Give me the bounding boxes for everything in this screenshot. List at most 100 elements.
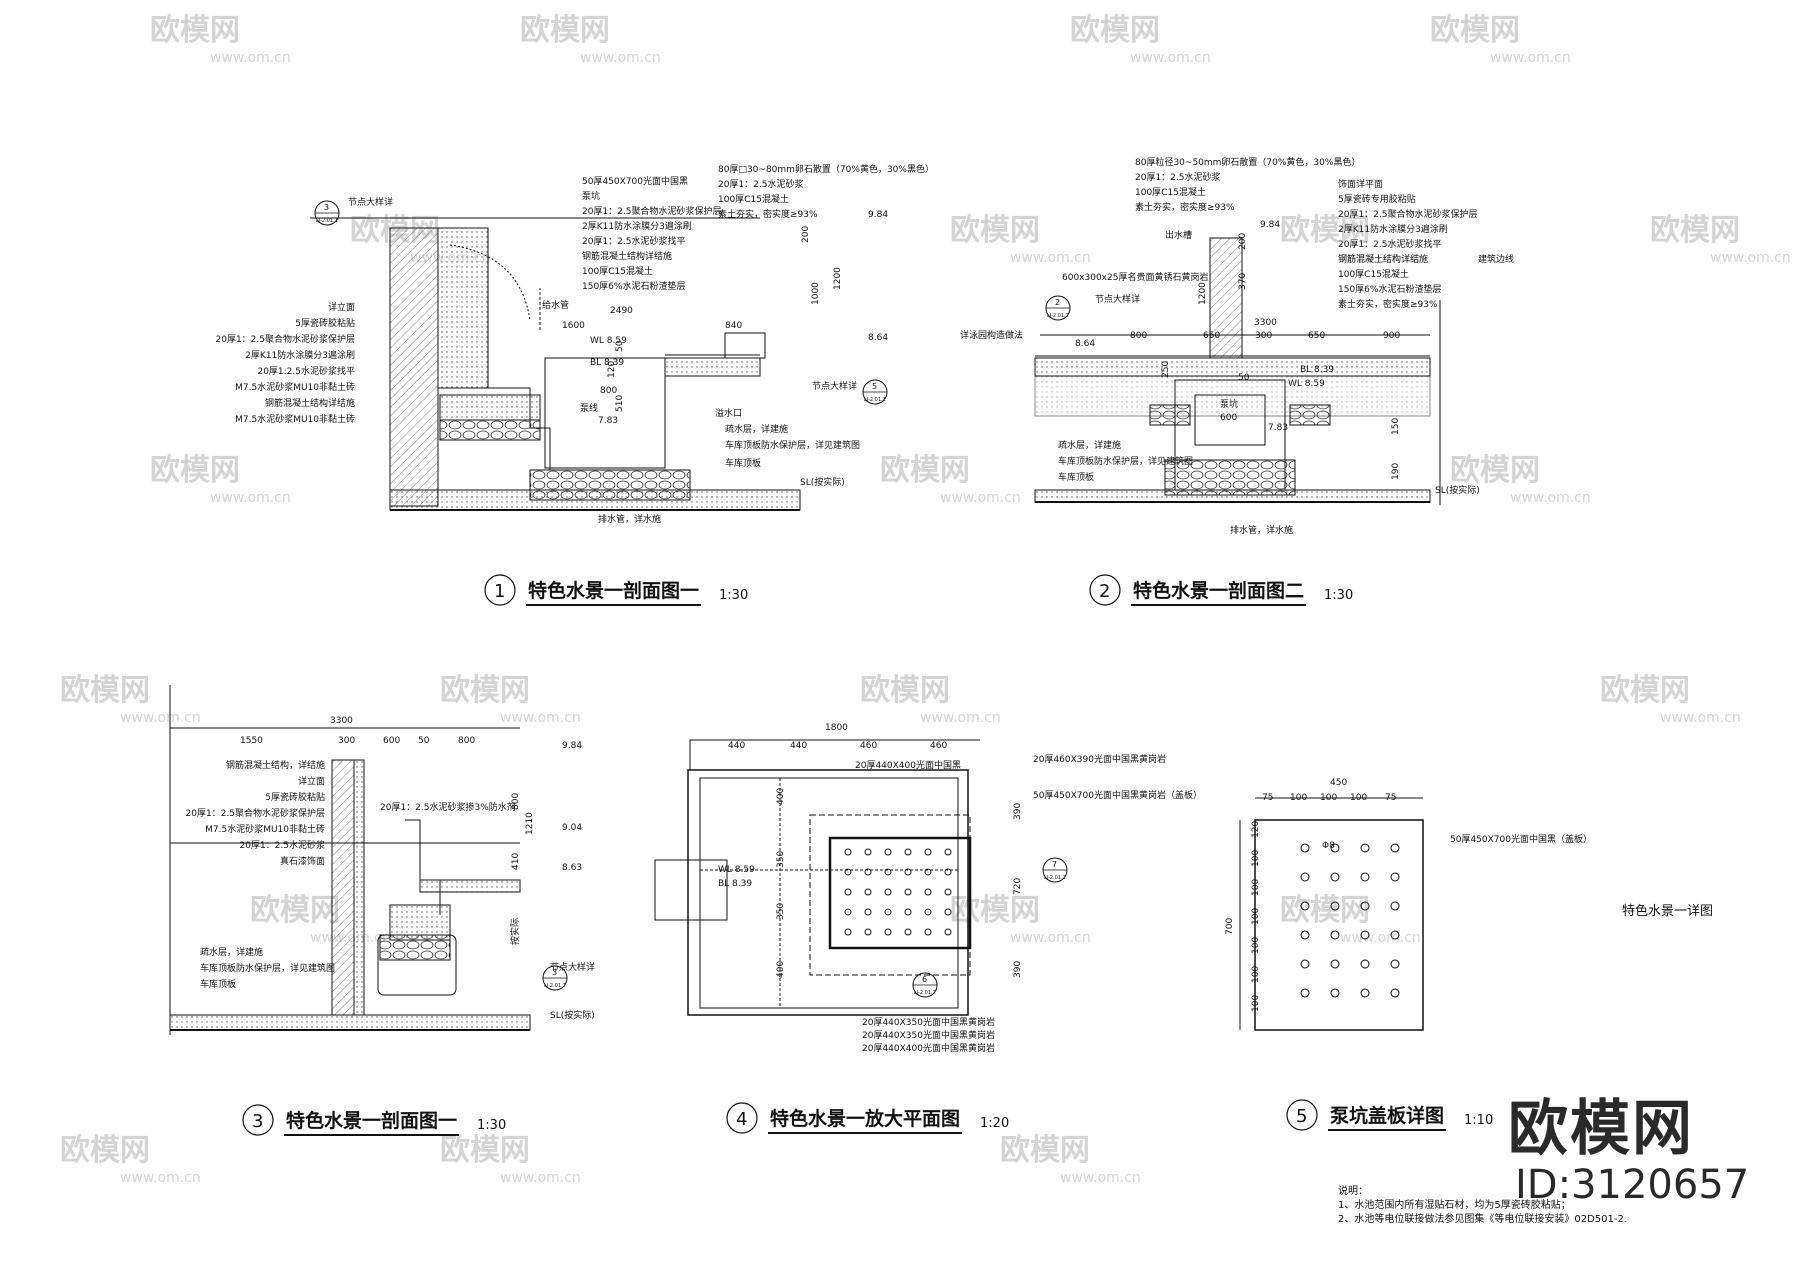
section-2-dim-800: 800 bbox=[1130, 331, 1147, 341]
section-3-dim-800v: 800 bbox=[511, 793, 521, 810]
watermark-site-7: www.om.cn bbox=[1710, 250, 1791, 266]
section-2-dim-370: 370 bbox=[1238, 273, 1248, 290]
d1-top-item-6: 100厚C15混凝土 bbox=[582, 265, 653, 277]
section-2-callout-edge: 建筑边线 bbox=[1478, 253, 1514, 265]
section-2-callout-drain-layer: 疏水层，详建施 bbox=[1058, 439, 1121, 451]
section-2-dim-150: 150 bbox=[1391, 418, 1401, 435]
d1-left-item-3: 2厚K11防水涂膜分3遍涂刷 bbox=[245, 349, 355, 361]
notes-block: 说明： 1、水池范围内所有湿贴石材，均为5厚瓷砖胶粘贴； 2、水池等电位联接做法… bbox=[1338, 1185, 1718, 1227]
watermark-brand-15: 欧模网 bbox=[250, 893, 340, 928]
section-3-level-984: 9.84 bbox=[562, 741, 582, 751]
section-2-level-wl: WL 8.59 bbox=[1288, 379, 1325, 389]
cover-plate-5-dim-left-2: 100 bbox=[1251, 879, 1261, 896]
d1-top-item-2: 20厚1：2.5聚合物水泥砂浆保护层 bbox=[582, 205, 722, 217]
section-1-dim-1600: 1600 bbox=[562, 321, 585, 331]
plan-4-dim-right-1: 720 bbox=[1013, 878, 1023, 895]
plan-cover-dot bbox=[944, 928, 952, 936]
cover-plate-5-dim-left-3: 100 bbox=[1251, 908, 1261, 925]
plan-cover-dot bbox=[944, 848, 952, 856]
cover-plate-hole bbox=[1390, 959, 1400, 969]
section-3-left-labels: 钢筋混凝土结构，详结施详立面5厚瓷砖胶粘贴20厚1：2.5聚合物水泥砂浆保护层M… bbox=[186, 759, 326, 867]
cover-plate-hole bbox=[1390, 872, 1400, 882]
d1-top-right-item-1: 20厚1：2.5水泥砂浆 bbox=[718, 178, 804, 190]
plan-cover-dot bbox=[944, 908, 952, 916]
cover-plate-hole bbox=[1300, 872, 1310, 882]
plan-4-dim-top-3: 460 bbox=[860, 741, 877, 751]
section-2-callout-node: 节点大样详 bbox=[1095, 293, 1140, 305]
d1-top-item-1: 泵坑 bbox=[582, 190, 600, 202]
reference-bubble-bottom-5: LJ-2.01.2 bbox=[914, 990, 936, 996]
section-1-top-right-labels: 80厚□30~80mm卵石散置（70%黄色，30%黑色）20厚1：2.5水泥砂浆… bbox=[718, 163, 934, 220]
d2-right-item-5: 钢筋混凝土结构详结施 bbox=[1338, 253, 1428, 265]
plan-cover-dot bbox=[864, 888, 872, 896]
watermark-brand-19: 欧模网 bbox=[440, 1133, 530, 1168]
watermark-site-5: www.om.cn bbox=[1010, 250, 1091, 266]
d2-right-item-7: 150厚6%水泥石粉渣垫层 bbox=[1338, 283, 1441, 295]
title-number-4: 4 bbox=[736, 1109, 747, 1130]
plan-4-dim-left-2: 350 bbox=[776, 903, 786, 920]
cover-plate-hole bbox=[1300, 901, 1310, 911]
watermark-brand-11: 欧模网 bbox=[60, 673, 150, 708]
watermark-brand-20: 欧模网 bbox=[1000, 1133, 1090, 1168]
reference-bubble-top-2: 2 bbox=[1055, 298, 1060, 307]
section-1-level-984: 9.84 bbox=[868, 210, 888, 220]
cover-plate-hole bbox=[1390, 988, 1400, 998]
d4-top-item-2: 50厚450X700光面中国黑黄岗岩（盖板） bbox=[1033, 789, 1202, 801]
cover-plate-5-label: 50厚450X700光面中国黑（盖板） bbox=[1450, 833, 1592, 845]
section-3-dim-1210: 1210 bbox=[525, 812, 535, 835]
title-text-1: 特色水景一剖面图一 bbox=[528, 579, 699, 602]
section-2-dim-650b: 650 bbox=[1308, 331, 1325, 341]
plan-cover-dots bbox=[844, 848, 952, 936]
d2-right-item-8: 素土夯实，密实度≥93% bbox=[1338, 298, 1438, 310]
plan-cover-dot bbox=[904, 928, 912, 936]
d3-bottom-item-0: 疏水层，详建施 bbox=[200, 946, 263, 958]
plan-4-dim-right-2: 390 bbox=[1013, 961, 1023, 978]
cover-plate-hole bbox=[1300, 988, 1310, 998]
cover-plate-hole bbox=[1360, 930, 1370, 940]
cover-plate-5-dim-top-1: 75 bbox=[1262, 793, 1273, 803]
section-3-dim-300: 300 bbox=[338, 736, 355, 746]
section-2-level-864: 8.64 bbox=[1075, 339, 1095, 349]
watermark-brand-18: 欧模网 bbox=[60, 1133, 150, 1168]
section-2-dim-300: 300 bbox=[1255, 331, 1272, 341]
section-1-dim-200: 200 bbox=[801, 226, 811, 243]
plan-cover-dot bbox=[924, 928, 932, 936]
title-text-4: 特色水景一放大平面图 bbox=[770, 1107, 960, 1130]
section-1-dim-840: 840 bbox=[725, 321, 742, 331]
reference-bubble-bottom-4: LJ-2.01.2 bbox=[1044, 875, 1066, 881]
cover-plate-hole bbox=[1360, 901, 1370, 911]
section-2-callout-drainpipe: 排水管，详水施 bbox=[1230, 524, 1293, 536]
d3-left-item-1: 详立面 bbox=[298, 775, 325, 787]
title-scale-3: 1:30 bbox=[477, 1118, 506, 1133]
brand-watermark: 欧模网 bbox=[1508, 1094, 1694, 1164]
reference-bubble-top-5: 6 bbox=[922, 975, 927, 984]
section-1-callout-drain-layer: 疏水层，详建施 bbox=[725, 423, 788, 435]
title-bubble-4 bbox=[726, 1102, 758, 1134]
watermark-brand-6: 欧模网 bbox=[1280, 213, 1370, 248]
plan-cover-dot bbox=[904, 848, 912, 856]
title-text-3: 特色水景一剖面图一 bbox=[286, 1109, 457, 1132]
plan-cover-dot bbox=[924, 848, 932, 856]
section-2-callout-pool: 详泳园构造做法 bbox=[960, 329, 1023, 341]
cover-plate-5-hole-label: Φ8 bbox=[1322, 841, 1335, 851]
section-2-dim-190: 190 bbox=[1391, 463, 1401, 480]
reference-bubble-top-1: 5 bbox=[872, 382, 877, 391]
plan-cover-dot bbox=[904, 888, 912, 896]
watermark-site-14: www.om.cn bbox=[1660, 710, 1741, 726]
watermark-brand-0: 欧模网 bbox=[150, 13, 240, 48]
cover-plate-5-dim-left-0: 120 bbox=[1251, 821, 1261, 838]
cover-plate-hole bbox=[1360, 843, 1370, 853]
title-bubble-1 bbox=[484, 574, 516, 606]
plan-4-dim-right-0: 390 bbox=[1013, 803, 1023, 820]
cover-plate-hole bbox=[1360, 988, 1370, 998]
section-2-dim-1200: 1200 bbox=[1198, 282, 1208, 305]
plan-4-dim-top-4: 460 bbox=[930, 741, 947, 751]
d4-bottom-item-1: 20厚440X350光面中国黑黄岗岩 bbox=[862, 1029, 995, 1041]
d3-bottom-item-1: 车库顶板防水保护层，详见建筑图 bbox=[200, 962, 335, 974]
d1-top-item-3: 2厚K11防水涂膜分3遍涂刷 bbox=[582, 220, 692, 232]
plan-cover-dot bbox=[924, 908, 932, 916]
watermark-site-0: www.om.cn bbox=[210, 50, 291, 66]
cover-plate-hole bbox=[1330, 988, 1340, 998]
cover-plate-holes bbox=[1300, 843, 1400, 998]
